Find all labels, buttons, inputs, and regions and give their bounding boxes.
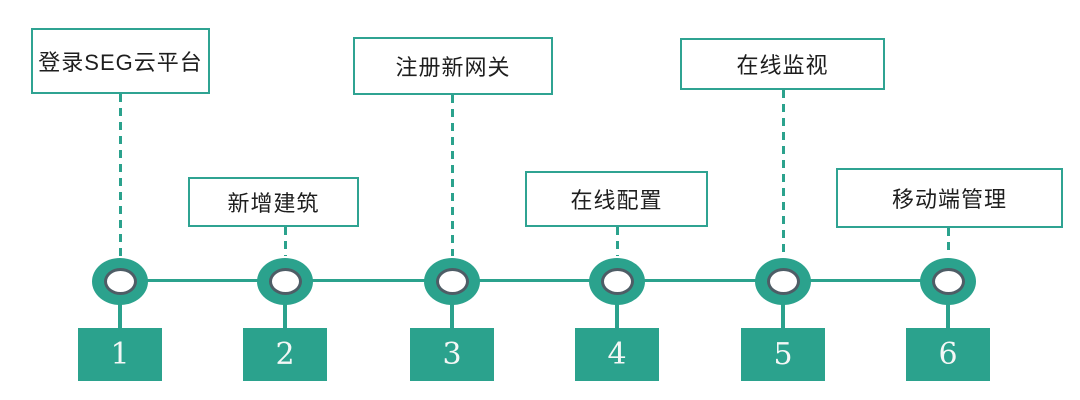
dashed-connector-6 [946,228,950,256]
dashed-connector-3 [450,95,454,256]
dashed-connector-2 [283,227,287,256]
timeline-node-3 [424,258,480,305]
step-number-box-5: 5 [741,328,825,381]
node-stem-5 [781,302,785,329]
node-stem-1 [118,302,122,329]
step-number-box-1: 1 [78,328,162,381]
step-label-4: 在线配置 [570,188,663,213]
step-number-box-4: 4 [575,328,659,381]
dashed-connector-1 [118,94,122,256]
step-label-box-6: 移动端管理 [836,168,1063,228]
timeline-node-4 [589,258,645,305]
step-number-box-2: 2 [243,328,327,381]
timeline-node-ring-6 [931,268,965,295]
timeline-node-6 [920,258,976,305]
dashed-connector-4 [615,227,619,256]
timeline-node-ring-4 [600,268,634,295]
step-label-box-1: 登录SEG云平台 [31,28,210,94]
step-label-6: 移动端管理 [891,187,1007,212]
step-label-box-4: 在线配置 [525,171,708,227]
step-label-box-3: 注册新网关 [353,37,553,95]
step-label-3: 注册新网关 [395,55,511,80]
step-number-5: 5 [773,337,793,372]
step-label-5: 在线监视 [736,53,829,78]
timeline-node-2 [257,258,313,305]
node-stem-3 [450,302,454,329]
step-number-4: 4 [607,337,627,372]
node-stem-6 [946,302,950,329]
timeline-axis [120,279,948,282]
timeline-node-ring-3 [435,268,469,295]
timeline-node-1 [92,258,148,305]
step-number-2: 2 [275,337,295,372]
step-label-box-2: 新增建筑 [188,177,359,227]
node-stem-2 [283,302,287,329]
step-number-3: 3 [442,337,462,372]
timeline-node-5 [755,258,811,305]
dashed-connector-5 [781,90,785,256]
timeline-node-ring-5 [766,268,800,295]
step-number-box-3: 3 [410,328,494,381]
step-number-box-6: 6 [906,328,990,381]
node-stem-4 [615,302,619,329]
step-label-2: 新增建筑 [227,191,320,216]
timeline-node-ring-2 [268,268,302,295]
step-label-1: 登录SEG云平台 [38,50,203,75]
step-number-1: 1 [110,337,130,372]
step-label-box-5: 在线监视 [680,38,885,90]
step-number-6: 6 [938,337,958,372]
timeline-node-ring-1 [103,268,137,295]
